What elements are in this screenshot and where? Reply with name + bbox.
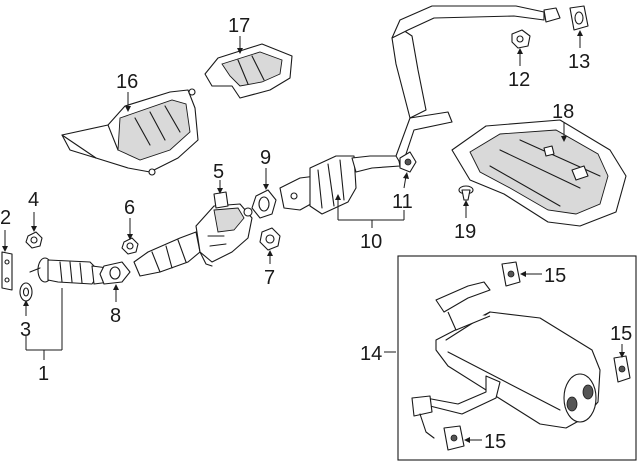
- nut-4: [25, 231, 43, 249]
- hanger-15-right: [613, 355, 631, 383]
- nut-7: [259, 227, 281, 251]
- heat-shield-front: [61, 88, 199, 176]
- callout-10: 10: [360, 231, 382, 253]
- hanger-15-bottom: [443, 425, 465, 451]
- hanger-15-top: [501, 261, 521, 287]
- callout-15-top: 15: [544, 265, 566, 287]
- hanger-11: [399, 151, 417, 173]
- callout-8: 8: [110, 305, 121, 327]
- catalytic-converter: [133, 191, 253, 277]
- callout-14: 14: [360, 343, 382, 365]
- callout-4: 4: [28, 189, 39, 211]
- callout-17: 17: [228, 15, 250, 37]
- callout-13: 13: [568, 51, 590, 73]
- gasket-8: [99, 261, 131, 285]
- callout-15-bottom: 15: [484, 431, 506, 453]
- nut-6: [121, 237, 139, 255]
- grommet-19: [458, 185, 474, 201]
- callout-15-right: 15: [610, 323, 632, 345]
- muffler-inset-box: [397, 255, 637, 461]
- callout-16: 16: [116, 71, 138, 93]
- heat-shield-center: [204, 43, 293, 99]
- callout-3: 3: [20, 319, 31, 341]
- callout-9: 9: [260, 147, 271, 169]
- callout-6: 6: [124, 197, 135, 219]
- center-pipe-resonator: [279, 5, 561, 215]
- callout-19: 19: [454, 221, 476, 243]
- callout-7: 7: [264, 267, 275, 289]
- gasket-2: [1, 251, 13, 291]
- callout-5: 5: [213, 161, 224, 183]
- leader-lines: [2, 30, 625, 443]
- gasket-9: [251, 189, 277, 219]
- callout-12: 12: [508, 69, 530, 91]
- callout-1: 1: [38, 363, 49, 385]
- callout-labels: 1 2 3 4 5 6 7 8 9 10 11 12 13 14 15 15 1…: [0, 15, 632, 453]
- gasket-3: [19, 282, 33, 302]
- callout-11: 11: [392, 191, 413, 213]
- gasket-13: [569, 5, 589, 31]
- front-pipe: [29, 257, 111, 285]
- callout-18: 18: [552, 101, 574, 123]
- heat-shield-rear: [451, 119, 627, 227]
- callout-2: 2: [0, 207, 11, 229]
- nut-12: [511, 29, 531, 49]
- muffler: [411, 281, 601, 439]
